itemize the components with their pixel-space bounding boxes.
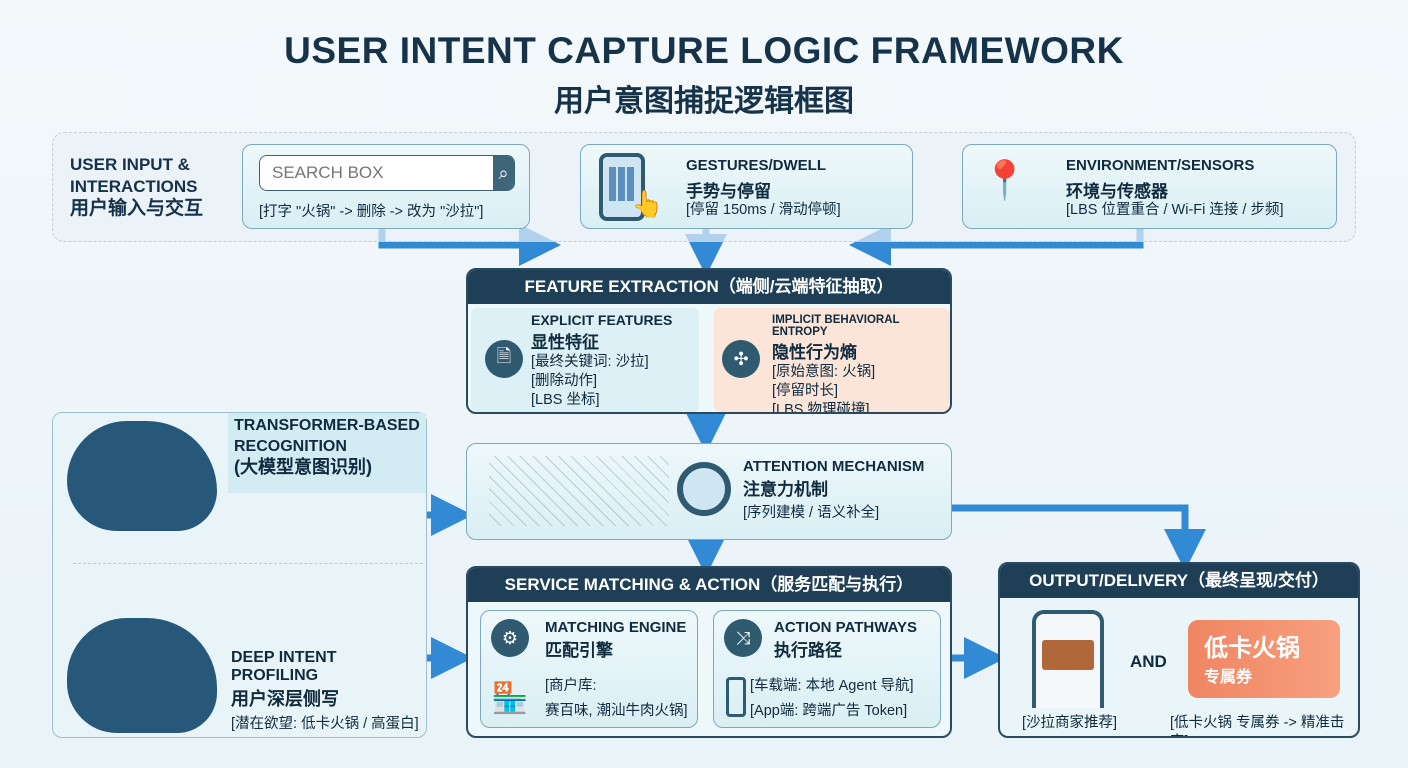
profiling-title: DEEP INTENT PROFILING [231, 649, 337, 684]
magnifier-icon [677, 462, 731, 516]
implicit-title-cn: 隐性行为熵 [772, 343, 857, 362]
action-pathways: ⤨ ACTION PATHWAYS 执行路径 [车载端: 本地 Agent 导航]… [713, 610, 941, 728]
search-input[interactable] [260, 156, 493, 190]
input-section-label: USER INPUT & INTERACTIONS 用户输入与交互 [70, 154, 203, 220]
gear-icon: ⚙ [491, 619, 529, 657]
document-search-icon: 🗎 [485, 340, 523, 378]
label-cn: 用户输入与交互 [70, 198, 204, 219]
engine-item: [商户库: [545, 678, 597, 694]
implicit-item: [LBS 物理碰撞] [772, 402, 870, 414]
transformer-label: TRANSFORMER-BASED RECOGNITION (大模型意图识别) [228, 413, 426, 493]
explicit-title-cn: 显性特征 [531, 333, 599, 352]
feature-header: FEATURE EXTRACTION（端侧/云端特征抽取） [468, 270, 950, 304]
profiling-caption: [潜在欲望: 低卡火锅 / 高蛋白] [231, 716, 419, 732]
implicit-item: [停留时长] [772, 383, 839, 399]
engine-title-cn: 匹配引擎 [545, 641, 613, 660]
explicit-features: 🗎 EXPLICIT FEATURES 显性特征 [最终关键词: 沙拉] [删除… [471, 308, 699, 412]
neural-network-icon [489, 456, 669, 526]
output-caption-left: [沙拉商家推荐] [1022, 715, 1118, 731]
pathways-title: ACTION PATHWAYS [774, 619, 918, 636]
search-icon[interactable]: ⌕ [493, 156, 514, 190]
service-matching-panel: SERVICE MATCHING & ACTION（服务匹配与执行） ⚙ MAT… [466, 566, 952, 738]
output-header: OUTPUT/DELIVERY（最终呈现/交付） [1000, 564, 1358, 598]
explicit-title: EXPLICIT FEATURES [531, 312, 673, 328]
explicit-item: [最终关键词: 沙拉] [531, 354, 649, 370]
page-subtitle: 用户意图捕捉逻辑框图 [554, 85, 854, 118]
pathway-item: [App端: 跨端广告 Token] [750, 703, 908, 719]
search-card: ⌕ [打字 "火锅" -> 删除 -> 改为 "沙拉"] [242, 144, 530, 229]
search-caption: [打字 "火锅" -> 删除 -> 改为 "沙拉"] [259, 204, 484, 220]
output-panel: OUTPUT/DELIVERY（最终呈现/交付） AND 低卡火锅 专属券 [沙… [998, 562, 1360, 738]
location-pin-icon: 📍 [981, 160, 1029, 202]
phone-touch-icon [599, 153, 645, 221]
pathway-item: [车载端: 本地 Agent 导航] [750, 678, 914, 694]
route-icon: ⤨ [724, 619, 762, 657]
explicit-item: [LBS 坐标] [531, 392, 600, 408]
and-label: AND [1130, 652, 1167, 671]
divider [73, 563, 423, 564]
engine-title: MATCHING ENGINE [545, 619, 687, 636]
implicit-features: ✣ IMPLICIT BEHAVIORAL ENTROPY 隐性行为熵 [原始意… [714, 308, 950, 412]
environment-card: 📍 ENVIRONMENT/SENSORS 环境与传感器 [LBS 位置重合 /… [962, 144, 1337, 229]
phone-recommendation-icon [1032, 610, 1104, 708]
coupon-card[interactable]: 低卡火锅 专属券 [1188, 620, 1340, 698]
gestures-caption: [停留 150ms / 滑动停顿] [686, 202, 841, 218]
gestures-title-cn: 手势与停留 [686, 182, 771, 201]
brain-network-icon [67, 421, 217, 531]
attention-panel: ATTENTION MECHANISM 注意力机制 [序列建模 / 语义补全] [466, 443, 952, 540]
mobile-token-icon [726, 677, 746, 717]
page-title: USER INTENT CAPTURE LOGIC FRAMEWORK [284, 30, 1124, 71]
implicit-item: [原始意图: 火锅] [772, 364, 876, 380]
service-header: SERVICE MATCHING & ACTION（服务匹配与执行） [468, 568, 950, 602]
storefront-icon: 🏪 [491, 682, 529, 715]
transformer-title-cn: (大模型意图识别) [234, 457, 372, 477]
label-en: INTERACTIONS [70, 177, 198, 196]
env-caption: [LBS 位置重合 / Wi-Fi 连接 / 步频] [1066, 202, 1284, 218]
env-title: ENVIRONMENT/SENSORS [1066, 157, 1255, 174]
attention-caption: [序列建模 / 语义补全] [743, 505, 880, 521]
hand-icon: 👆 [631, 189, 664, 219]
coupon-title: 低卡火锅 [1204, 635, 1300, 662]
profiling-title-cn: 用户深层侧写 [231, 689, 339, 709]
attention-title-cn: 注意力机制 [743, 480, 828, 499]
label-en: USER INPUT & [70, 155, 190, 174]
output-caption-right: [低卡火锅 专属券 -> 精准击穿] [1170, 715, 1345, 736]
transformer-title: TRANSFORMER-BASED [234, 417, 420, 434]
transformer-title: RECOGNITION [234, 438, 347, 455]
scatter-arrows-icon: ✣ [722, 340, 760, 378]
coupon-subtitle: 专属券 [1204, 669, 1253, 686]
attention-title: ATTENTION MECHANISM [743, 458, 925, 475]
brain-profile-icon [67, 618, 217, 733]
engine-item: 赛百味, 潮汕牛肉火锅] [545, 703, 688, 719]
matching-engine: ⚙ MATCHING ENGINE 匹配引擎 🏪 [商户库: 赛百味, 潮汕牛肉火锅… [480, 610, 698, 728]
implicit-title: IMPLICIT BEHAVIORAL ENTROPY [772, 314, 900, 338]
gestures-card: 👆 GESTURES/DWELL 手势与停留 [停留 150ms / 滑动停顿] [580, 144, 913, 229]
feature-extraction-panel: FEATURE EXTRACTION（端侧/云端特征抽取） 🗎 EXPLICIT… [466, 268, 952, 414]
explicit-item: [删除动作] [531, 373, 598, 389]
env-title-cn: 环境与传感器 [1066, 182, 1168, 201]
gestures-title: GESTURES/DWELL [686, 157, 827, 174]
pathways-title-cn: 执行路径 [774, 641, 842, 660]
intent-recognition-panel: TRANSFORMER-BASED RECOGNITION (大模型意图识别) DE… [52, 412, 427, 738]
search-box[interactable]: ⌕ [259, 155, 515, 191]
